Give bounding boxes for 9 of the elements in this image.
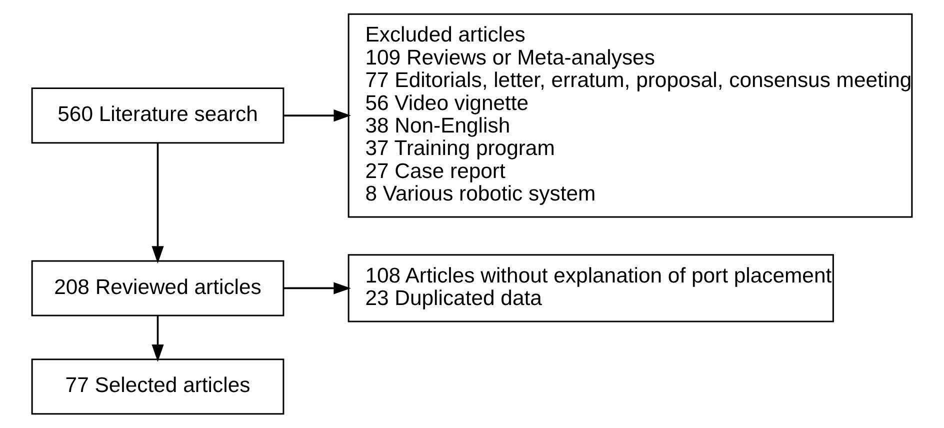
node-box: Excluded articles 109 Reviews or Meta-analyses 77 Editorials, letter, erratum, proposal, consensus meeting 56 Video vignette 38 Non-English 37 Training program 27 Case report 8 Various robotic system [348, 13, 913, 218]
arrow [284, 110, 352, 122]
arrow [152, 316, 164, 362]
node-box: 560 Literature search [31, 88, 284, 144]
arrow [152, 142, 164, 264]
node-box: 208 Reviewed articles [31, 260, 284, 316]
node-box: 77 Selected articles [31, 358, 284, 415]
arrow [284, 282, 351, 294]
node-box: 108 Articles without explanation of port placement 23 Duplicated data [348, 254, 834, 322]
